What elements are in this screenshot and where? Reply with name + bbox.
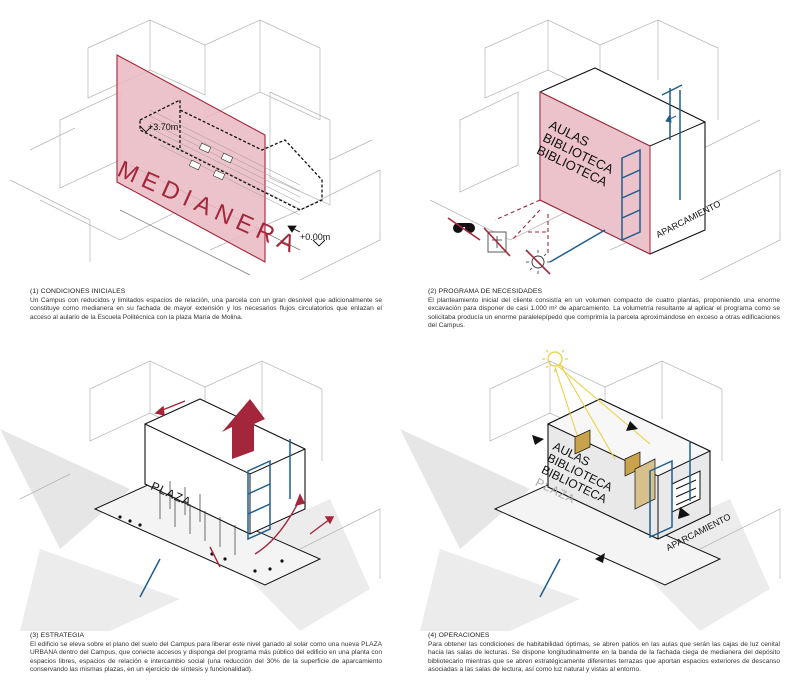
binoculars-crossed-icon — [447, 217, 481, 241]
caption-operaciones: (4) OPERACIONES Para obtener las condici… — [428, 632, 780, 675]
caption-title: (2) PROGRAMA DE NECESIDADES — [428, 288, 543, 295]
panel-condiciones-iniciales: +3.70m +0.00m MEDIANERA (1) CONDICIONES … — [0, 0, 390, 349]
sun-icon — [542, 349, 568, 372]
level-label-top: +3.70m — [148, 122, 178, 132]
caption-estrategia: (3) ESTRATEGIA El edificio se eleva sobr… — [30, 632, 382, 675]
caption-title: (4) OPERACIONES — [428, 632, 490, 639]
isometric-diagram-2: AULAS BIBLIOTECA BIBLIOTECA APARCAMIENTO — [429, 19, 781, 281]
no-sun-icon — [525, 249, 551, 275]
caption-programa-de-necesidades: (2) PROGRAMA DE NECESIDADES El planteami… — [428, 288, 780, 331]
panel-operaciones: AULAS BIBLIOTECA BIBLIOTECA PLAZA APARCA… — [400, 349, 790, 698]
panel-estrategia: PLAZA (3) ESTRATEGIA El edificio se elev… — [0, 349, 390, 698]
no-parking-icon — [483, 227, 511, 257]
caption-text: Un Campus con reducidos y limitados espa… — [30, 296, 382, 321]
panel-programa-de-necesidades: AULAS BIBLIOTECA BIBLIOTECA APARCAMIENTO… — [400, 0, 790, 349]
isometric-diagram-3: PLAZA — [0, 360, 381, 631]
caption-title: (1) CONDICIONES INICIALES — [30, 288, 126, 295]
isometric-diagram-4: AULAS BIBLIOTECA BIBLIOTECA PLAZA APARCA… — [400, 349, 781, 631]
caption-text: Para obtener las condiciones de habitabi… — [428, 640, 780, 674]
elevation-arrow-icon — [222, 399, 265, 459]
level-label-bottom: +0.00m — [300, 232, 330, 242]
isometric-diagram-1: +3.70m +0.00m MEDIANERA — [9, 19, 381, 281]
caption-text: El planteamiento inicial del cliente con… — [428, 296, 780, 330]
caption-title: (3) ESTRATEGIA — [30, 632, 85, 639]
caption-text: El edificio se eleva sobre el plano del … — [30, 640, 382, 674]
caption-condiciones-iniciales: (1) CONDICIONES INICIALES Un Campus con … — [30, 288, 382, 322]
